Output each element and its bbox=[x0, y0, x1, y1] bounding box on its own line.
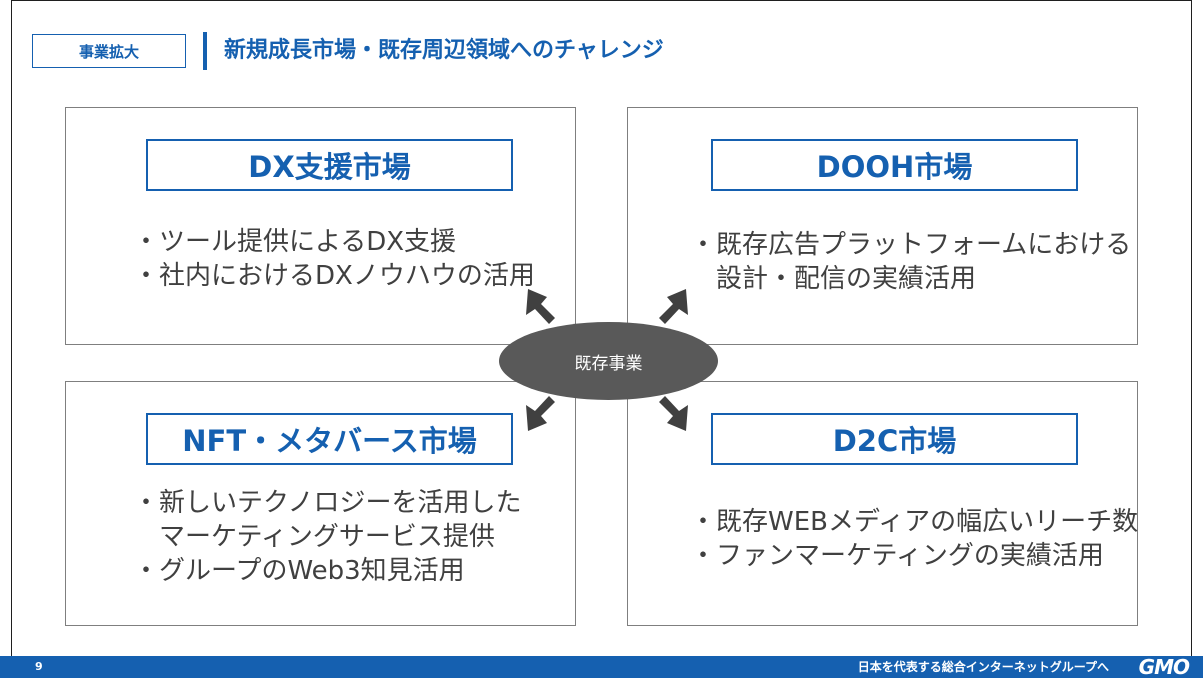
body-line: ・グループのWeb3知見活用 bbox=[133, 556, 465, 586]
page-number: 9 bbox=[35, 660, 43, 673]
slide-frame bbox=[11, 0, 1192, 656]
body-line: ・既存WEBメディアの幅広いリーチ数 bbox=[690, 507, 1139, 537]
footer-tagline: 日本を代表する総合インターネットグループへ bbox=[857, 660, 1109, 674]
body-line: 設計・配信の実績活用 bbox=[690, 264, 977, 294]
body-line: ・社内におけるDXノウハウの活用 bbox=[133, 261, 535, 291]
quadrant-d2c-title: D2C市場 bbox=[711, 413, 1078, 465]
footer-bar: 9 日本を代表する総合インターネットグループへ GMO bbox=[0, 656, 1203, 678]
page-title: 新規成長市場・既存周辺領域へのチャレンジ bbox=[224, 38, 664, 63]
body-line: ・ツール提供によるDX支援 bbox=[133, 227, 457, 257]
center-ellipse-existing-business: 既存事業 bbox=[499, 322, 718, 400]
quadrant-dooh-title: DOOH市場 bbox=[711, 139, 1078, 191]
section-tag: 事業拡大 bbox=[32, 34, 186, 68]
gmo-logo: GMO bbox=[1138, 655, 1190, 679]
quadrant-nft-title: NFT・メタバース市場 bbox=[146, 413, 513, 465]
body-line: ・新しいテクノロジーを活用した bbox=[133, 488, 522, 518]
body-line: ・既存広告プラットフォームにおける bbox=[690, 230, 1132, 260]
body-line: マーケティングサービス提供 bbox=[133, 522, 495, 552]
quadrant-dooh-body: ・既存広告プラットフォームにおける 設計・配信の実績活用 bbox=[690, 228, 1131, 296]
quadrant-dx-body: ・ツール提供によるDX支援 ・社内におけるDXノウハウの活用 bbox=[133, 225, 535, 293]
quadrant-d2c-body: ・既存WEBメディアの幅広いリーチ数 ・ファンマーケティングの実績活用 bbox=[690, 505, 1138, 573]
title-accent-bar bbox=[203, 32, 207, 70]
body-line: ・ファンマーケティングの実績活用 bbox=[690, 541, 1104, 571]
quadrant-dx-title: DX支援市場 bbox=[146, 139, 513, 191]
quadrant-nft-body: ・新しいテクノロジーを活用した マーケティングサービス提供 ・グループのWeb3… bbox=[133, 486, 521, 588]
